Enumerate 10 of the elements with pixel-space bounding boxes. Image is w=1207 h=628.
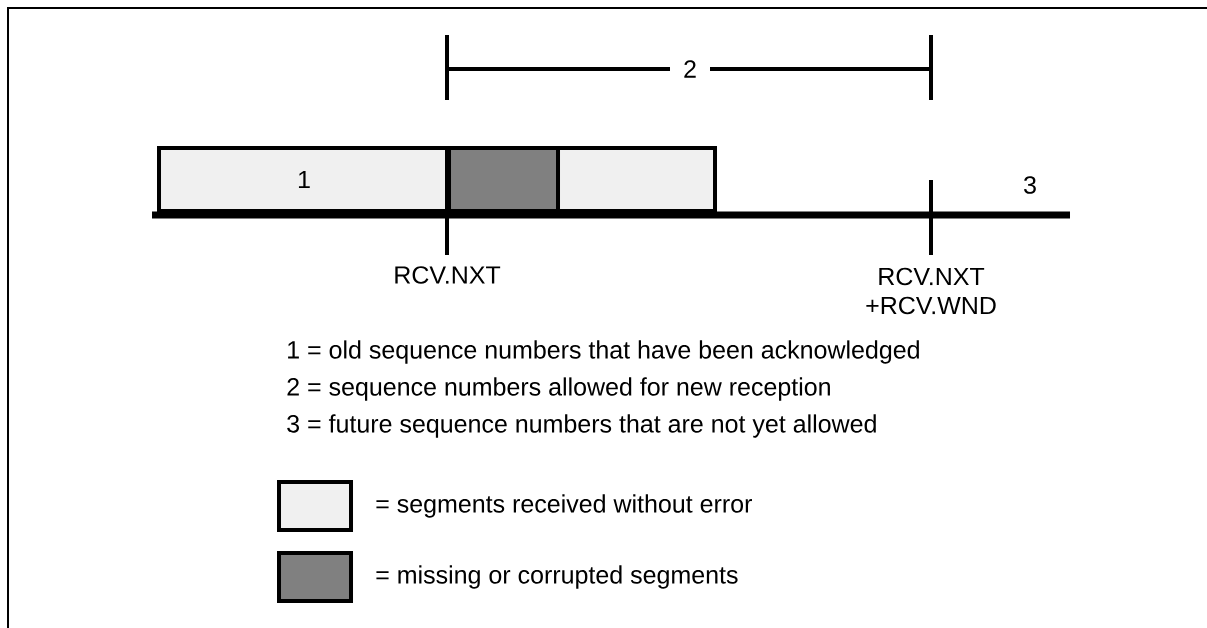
- legend-text: = segments received without error: [376, 494, 752, 518]
- key-text: 3 = future sequence numbers that are not yet allowed: [287, 414, 876, 438]
- pointer-label: RCV.NXT: [395, 266, 501, 284]
- key-text: 2 = sequence numbers allowed for new reception: [287, 377, 830, 401]
- key-text: 1 = old sequence numbers that have been acknowledged: [288, 340, 919, 364]
- legend-text: = missing or corrupted segments: [376, 565, 738, 589]
- dimension-label: 2: [684, 60, 696, 78]
- region-label: 3: [1024, 176, 1036, 194]
- segment-box: 1: [157, 146, 451, 213]
- pointer-label: RCV.NXT +RCV.WND: [866, 267, 996, 315]
